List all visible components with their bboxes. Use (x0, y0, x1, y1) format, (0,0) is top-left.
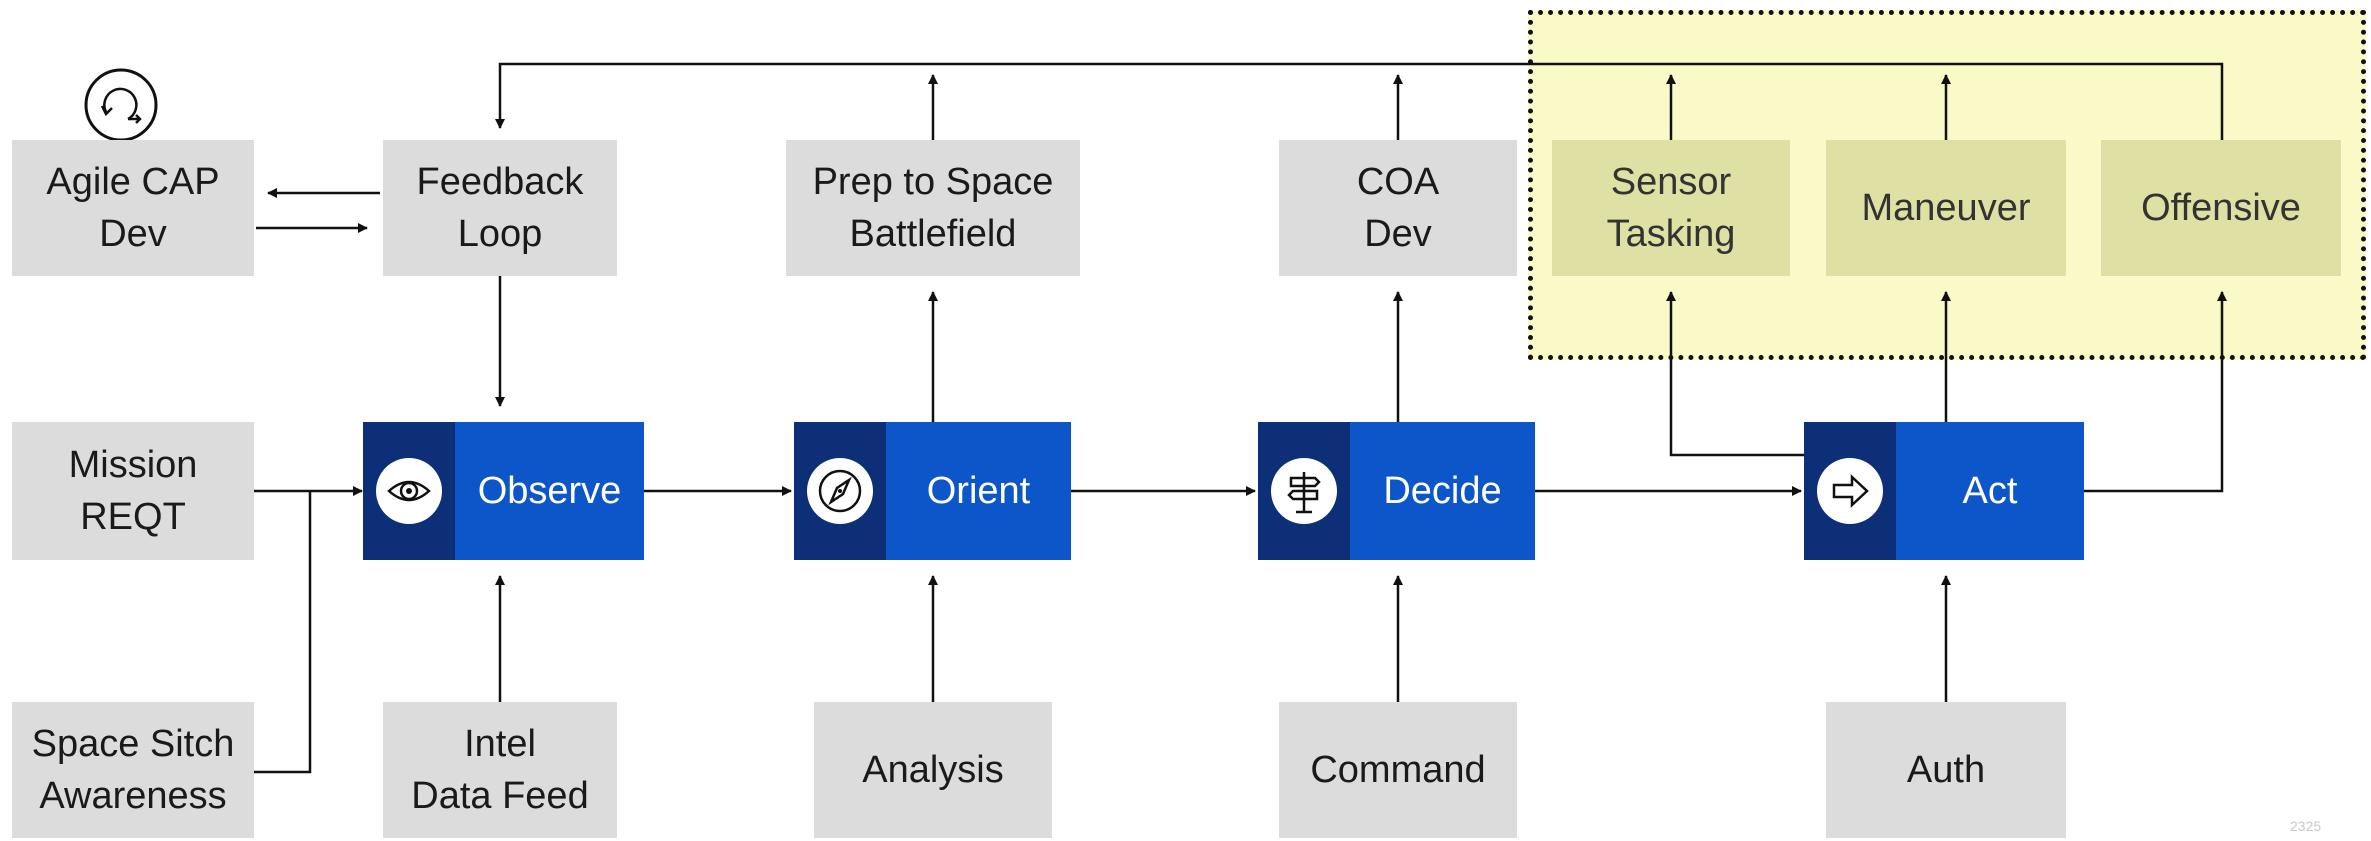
agile-cap-dev-line2: Dev (99, 213, 167, 255)
coa-dev-box: COA Dev (1279, 140, 1517, 276)
coa-dev-line2: Dev (1364, 213, 1432, 255)
act-icon-panel (1804, 422, 1896, 560)
prep-to-space-battlefield-box: Prep to Space Battlefield (786, 140, 1080, 276)
prep-to-space-line2: Battlefield (849, 213, 1017, 255)
feedback-loop-box: Feedback Loop (383, 140, 617, 276)
arrow-act-to-sensor (1666, 291, 1810, 457)
feedback-loop-line1: Feedback (416, 161, 584, 203)
signpost-icon (1271, 458, 1337, 524)
mission-reqt-line2: REQT (80, 496, 186, 538)
decide-phase: Decide (1258, 422, 1535, 560)
analysis-label: Analysis (862, 749, 1004, 791)
observe-phase: Observe (363, 422, 644, 560)
maneuver-label: Maneuver (1861, 187, 2031, 229)
observe-icon-panel (363, 422, 455, 560)
decide-label: Decide (1383, 469, 1502, 512)
analysis-box: Analysis (814, 702, 1052, 838)
space-sitch-line2: Awareness (39, 775, 227, 817)
offensive-box: Offensive (2101, 140, 2341, 276)
cycle-icon (84, 68, 158, 142)
intel-data-feed-line1: Intel (464, 723, 536, 765)
command-box: Command (1279, 702, 1517, 838)
observe-label: Observe (477, 469, 622, 512)
offensive-label: Offensive (2141, 187, 2301, 229)
arrow-act-to-offensive (2084, 291, 2227, 493)
command-label: Command (1310, 749, 1486, 791)
intel-data-feed-line2: Data Feed (411, 775, 589, 817)
line-space-sitch-join (254, 491, 312, 774)
auth-label: Auth (1906, 749, 1986, 791)
space-sitch-awareness-box: Space Sitch Awareness (12, 702, 254, 838)
eye-icon (376, 458, 442, 524)
auth-box: Auth (1826, 702, 2066, 838)
maneuver-box: Maneuver (1826, 140, 2066, 276)
prep-to-space-line1: Prep to Space (812, 161, 1054, 203)
coa-dev-line1: COA (1356, 161, 1440, 203)
page-number: 2325 (2290, 818, 2322, 834)
compass-icon (807, 458, 873, 524)
intel-data-feed-box: Intel Data Feed (383, 702, 617, 838)
orient-icon-panel (794, 422, 886, 560)
mission-reqt-box: Mission REQT (12, 422, 254, 560)
agile-cap-dev-box: Agile CAP Dev (12, 140, 254, 276)
decide-icon-panel (1258, 422, 1350, 560)
arrow-right-icon (1817, 458, 1883, 524)
act-label: Act (1962, 469, 2018, 512)
agile-cap-dev-line1: Agile CAP (46, 161, 220, 203)
feedback-return-line (495, 62, 2224, 142)
sensor-tasking-box: Sensor Tasking (1552, 140, 1790, 276)
orient-phase: Orient (794, 422, 1071, 560)
orient-label: Orient (926, 469, 1031, 512)
space-sitch-line1: Space Sitch (31, 723, 235, 765)
feedback-loop-line2: Loop (457, 213, 543, 255)
sensor-tasking-line2: Tasking (1606, 213, 1736, 255)
sensor-tasking-line1: Sensor (1610, 161, 1732, 203)
act-phase: Act (1804, 422, 2084, 560)
mission-reqt-line1: Mission (68, 444, 198, 486)
